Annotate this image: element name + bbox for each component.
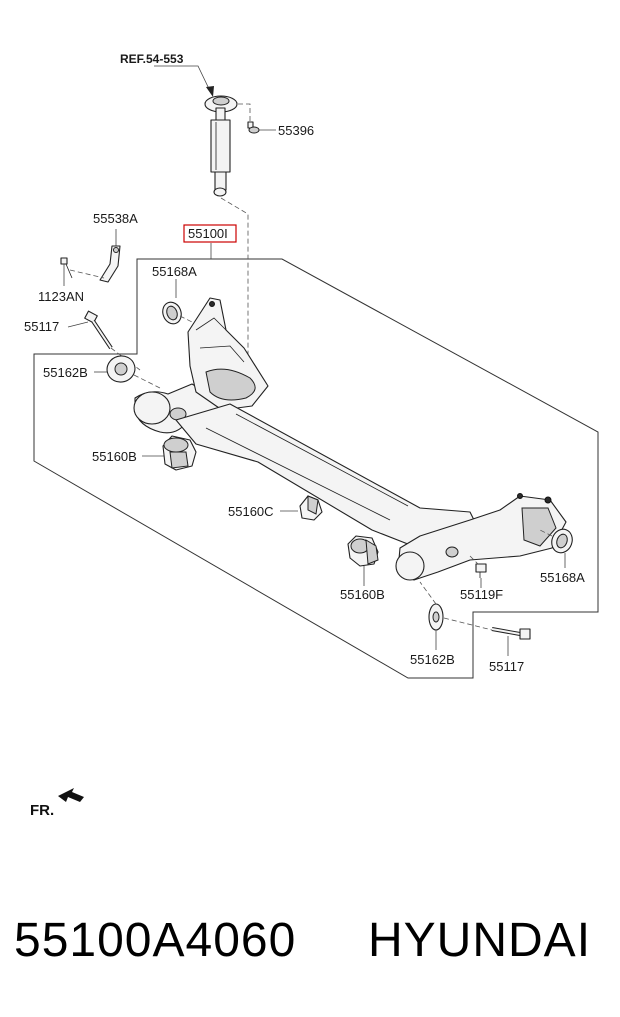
front-arrow-icon (58, 788, 84, 802)
callout-55160C: 55160C (228, 504, 274, 519)
washer-55162B-right (419, 581, 444, 650)
bolt-55396 (238, 103, 276, 134)
callout-1123AN: 1123AN (38, 289, 84, 304)
product-footer: 55100A4060 HYUNDAI (0, 900, 620, 980)
exploded-parts-diagram: REF.54-553 55100I 55396 55538A 1123AN 55… (24, 52, 599, 819)
callout-55160B-right: 55160B (340, 587, 385, 602)
nut-55119F (469, 555, 487, 588)
bracket-55538A (99, 229, 121, 283)
part-number: 55100A4060 (14, 913, 297, 967)
bolt-1123AN (60, 257, 105, 286)
reference-label: REF.54-553 (120, 52, 184, 66)
front-indicator: FR. (30, 788, 84, 819)
assembly-frame (33, 258, 599, 679)
assembly-label-box (183, 224, 237, 243)
cap-55168A-right (539, 528, 573, 568)
callout-55162B-right: 55162B (410, 652, 455, 667)
shock-mount-line (220, 197, 249, 360)
torsion-beam-axle (133, 297, 567, 581)
washer-55162B-left (94, 355, 161, 389)
bump-stop-55160C (280, 495, 323, 521)
front-label: FR. (30, 802, 54, 819)
assembly-label: 55100I (188, 226, 228, 241)
callout-55538A: 55538A (93, 211, 138, 226)
callout-55396: 55396 (278, 123, 314, 138)
bushing-55160B-left (142, 435, 197, 471)
callout-55117-left: 55117 (24, 319, 59, 334)
callout-55119F: 55119F (460, 587, 503, 602)
cap-55168A-left (162, 279, 197, 325)
bolt-55117-right (443, 617, 531, 656)
callout-55160B-left: 55160B (92, 449, 137, 464)
callout-55168A-right: 55168A (540, 570, 585, 585)
shock-absorber (154, 65, 238, 197)
callout-55162B-left: 55162B (43, 365, 88, 380)
brand-name: HYUNDAI (368, 913, 592, 967)
callout-55117-right: 55117 (489, 659, 524, 674)
bushing-55160B-right (347, 535, 379, 586)
callout-55168A-left: 55168A (152, 264, 197, 279)
